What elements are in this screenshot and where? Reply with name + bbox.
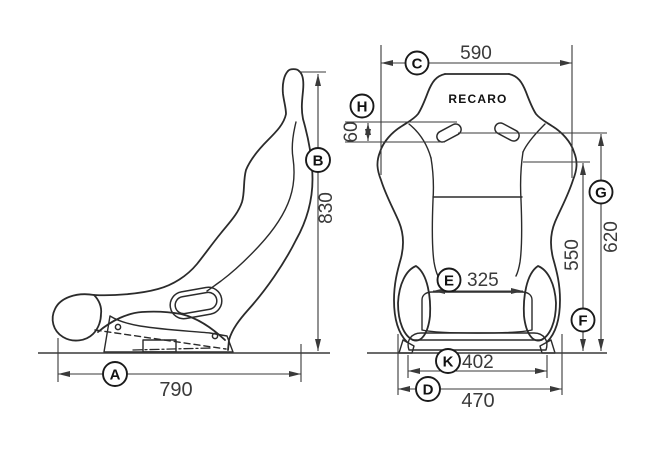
dimension-labels: A 790 B 830 C 590 H 60 G 620 F <box>102 43 622 412</box>
dim-label-K: K <box>435 348 461 374</box>
side-bracket <box>103 315 234 353</box>
svg-text:K: K <box>443 354 454 371</box>
front-view-seat <box>376 73 578 354</box>
front-backrest-left-line <box>430 157 439 277</box>
dim-value-C: 590 <box>460 43 492 64</box>
side-thigh-knob <box>51 293 103 342</box>
svg-text:D: D <box>423 382 434 399</box>
side-back-edge <box>227 70 314 351</box>
dim-label-A: A <box>102 361 128 387</box>
dim-label-B: B <box>305 147 331 173</box>
belt-hole-right <box>494 122 520 142</box>
dim-label-C: C <box>404 50 430 76</box>
front-base-platform <box>407 332 548 351</box>
front-left-outline <box>376 73 446 343</box>
belt-hole-left <box>436 123 462 143</box>
bracket-slider-block <box>142 339 177 353</box>
dim-label-G: G <box>588 179 614 205</box>
front-left-wing-curve <box>408 123 432 159</box>
dim-value-K: 402 <box>462 352 494 373</box>
svg-text:A: A <box>110 367 121 384</box>
front-left-bolster <box>397 265 432 342</box>
front-right-outline <box>508 73 578 343</box>
dim-label-D: D <box>415 376 441 402</box>
side-headrest-top <box>287 68 300 72</box>
dim-value-A: 790 <box>159 379 192 401</box>
dim-label-E: E <box>436 267 462 293</box>
dim-value-F: 550 <box>562 239 583 271</box>
svg-text:B: B <box>313 153 324 170</box>
dim-value-E: 325 <box>467 270 499 291</box>
svg-text:C: C <box>412 56 423 73</box>
dim-value-H: 60 <box>341 121 362 142</box>
front-right-wing-curve <box>522 123 546 153</box>
svg-text:H: H <box>357 99 368 116</box>
side-view-seat <box>51 68 314 353</box>
dim-value-D: 470 <box>461 390 494 412</box>
front-backrest-right-line <box>515 151 524 277</box>
front-cushion <box>421 291 533 334</box>
bracket-hole-rear <box>211 332 219 340</box>
bracket-centerline <box>132 347 213 351</box>
side-oval-hole <box>169 286 223 320</box>
dim-label-F: F <box>570 307 596 333</box>
recaro-logo: RECARO <box>448 92 507 106</box>
dim-label-H: H <box>349 93 375 119</box>
dim-value-G: 620 <box>601 221 622 253</box>
side-seam-line <box>206 121 297 292</box>
svg-text:E: E <box>444 273 454 290</box>
svg-text:G: G <box>595 185 607 202</box>
bracket-hole-front <box>114 323 122 331</box>
side-shell-bottom-edge <box>97 310 226 341</box>
dim-value-B: 830 <box>316 192 337 224</box>
front-left-foot <box>398 339 415 354</box>
svg-text:F: F <box>578 313 587 330</box>
side-front-edge <box>93 70 289 297</box>
front-right-bolster <box>522 265 557 342</box>
dimension-lines <box>38 45 607 395</box>
